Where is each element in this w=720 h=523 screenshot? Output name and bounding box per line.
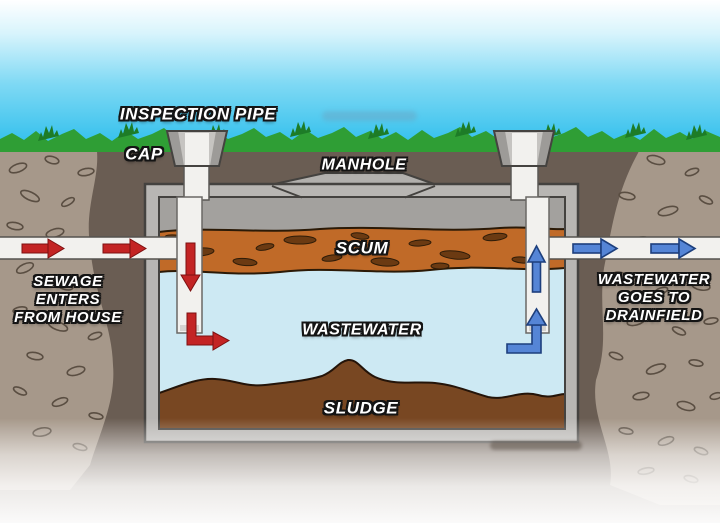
caption-sewage-line-2: ENTERS: [35, 291, 101, 308]
inflow-arrows: [21, 238, 231, 351]
outlet-rise-arrow: [526, 244, 547, 293]
outlet-turn-arrow: [506, 307, 548, 354]
caption-wastewater-goes: WASTEWATER GOES TO DRAINFIELD: [598, 271, 710, 325]
caption-sewage-enters: SEWAGE ENTERS FROM HOUSE: [14, 273, 122, 327]
sky: [0, 0, 720, 152]
caption-drainfield-line-2: GOES TO: [617, 289, 691, 306]
label-sludge: SLUDGE: [323, 398, 399, 418]
sludge-layer: [158, 358, 566, 430]
inspection-cap-right: [492, 130, 556, 167]
label-cap: CAP: [125, 144, 163, 164]
inflow-arrow-1: [21, 238, 65, 259]
bottom-fade: [0, 418, 720, 523]
inlet-turn-arrow: [186, 312, 231, 351]
soil-trench-left: [0, 144, 114, 490]
outflow-arrow-2: [650, 237, 697, 260]
caption-drainfield-line-1: WASTEWATER: [597, 271, 711, 288]
label-inspection-pipe: INSPECTION PIPE: [119, 104, 277, 124]
outflow-arrows: [506, 237, 697, 354]
label-scum: SCUM: [335, 238, 389, 258]
inspection-riser-right: [492, 130, 556, 201]
outflow-arrow-1: [572, 237, 619, 260]
label-wastewater: WASTEWATER: [302, 321, 422, 339]
caption-drainfield-line-3: DRAINFIELD: [605, 307, 703, 324]
inspection-cap-left: [165, 130, 229, 167]
inspection-riser-left: [165, 130, 229, 201]
inlet-drop-arrow: [180, 242, 201, 292]
manhole-shaft-lines: [271, 185, 436, 199]
label-manhole: MANHOLE: [321, 156, 407, 174]
caption-sewage-line-1: SEWAGE: [33, 273, 103, 290]
caption-sewage-line-3: FROM HOUSE: [14, 309, 122, 326]
inflow-arrow-2: [102, 238, 147, 259]
